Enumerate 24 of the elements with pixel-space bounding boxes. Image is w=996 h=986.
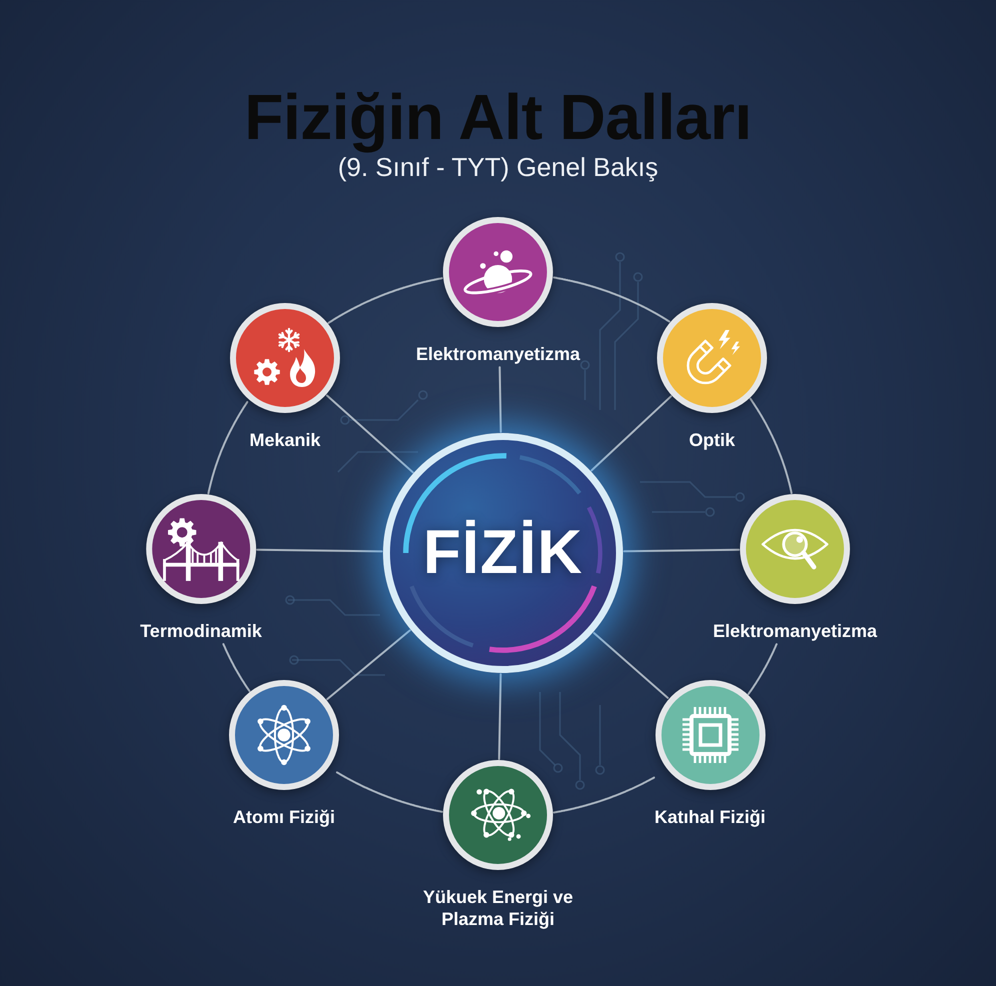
connector-line (256, 548, 383, 552)
branch-label: Termodinamik (140, 620, 262, 642)
branch-label: Elektromanyetizma (416, 343, 580, 365)
connector-line (498, 366, 502, 433)
ring-arc (207, 401, 248, 494)
hub-title: FİZİK (423, 522, 583, 584)
ring-arc (553, 776, 655, 814)
connector-line (326, 629, 411, 700)
branch-label: Elektromanyetizma (712, 620, 878, 642)
branch-label: Katıhal Fiziği (654, 806, 766, 828)
branch-label: Atomı Fiziği (233, 806, 335, 828)
subtitle: (9. Sınıf - TYT) Genel Bakış (338, 152, 658, 182)
connector-line (623, 548, 740, 552)
connector-line (590, 395, 672, 472)
ring-arc (222, 643, 250, 692)
connector-line (593, 632, 669, 699)
connector-line (326, 394, 414, 474)
ring-arc (553, 276, 670, 322)
branch-label: Mekanik (249, 429, 321, 451)
ring-arc (328, 277, 443, 324)
connector-line (498, 673, 502, 760)
branch-label: Yükuek Energi ve Plazma Fiziği (422, 886, 574, 930)
branch-label: Optik (688, 429, 735, 451)
ring-arc (750, 398, 792, 494)
